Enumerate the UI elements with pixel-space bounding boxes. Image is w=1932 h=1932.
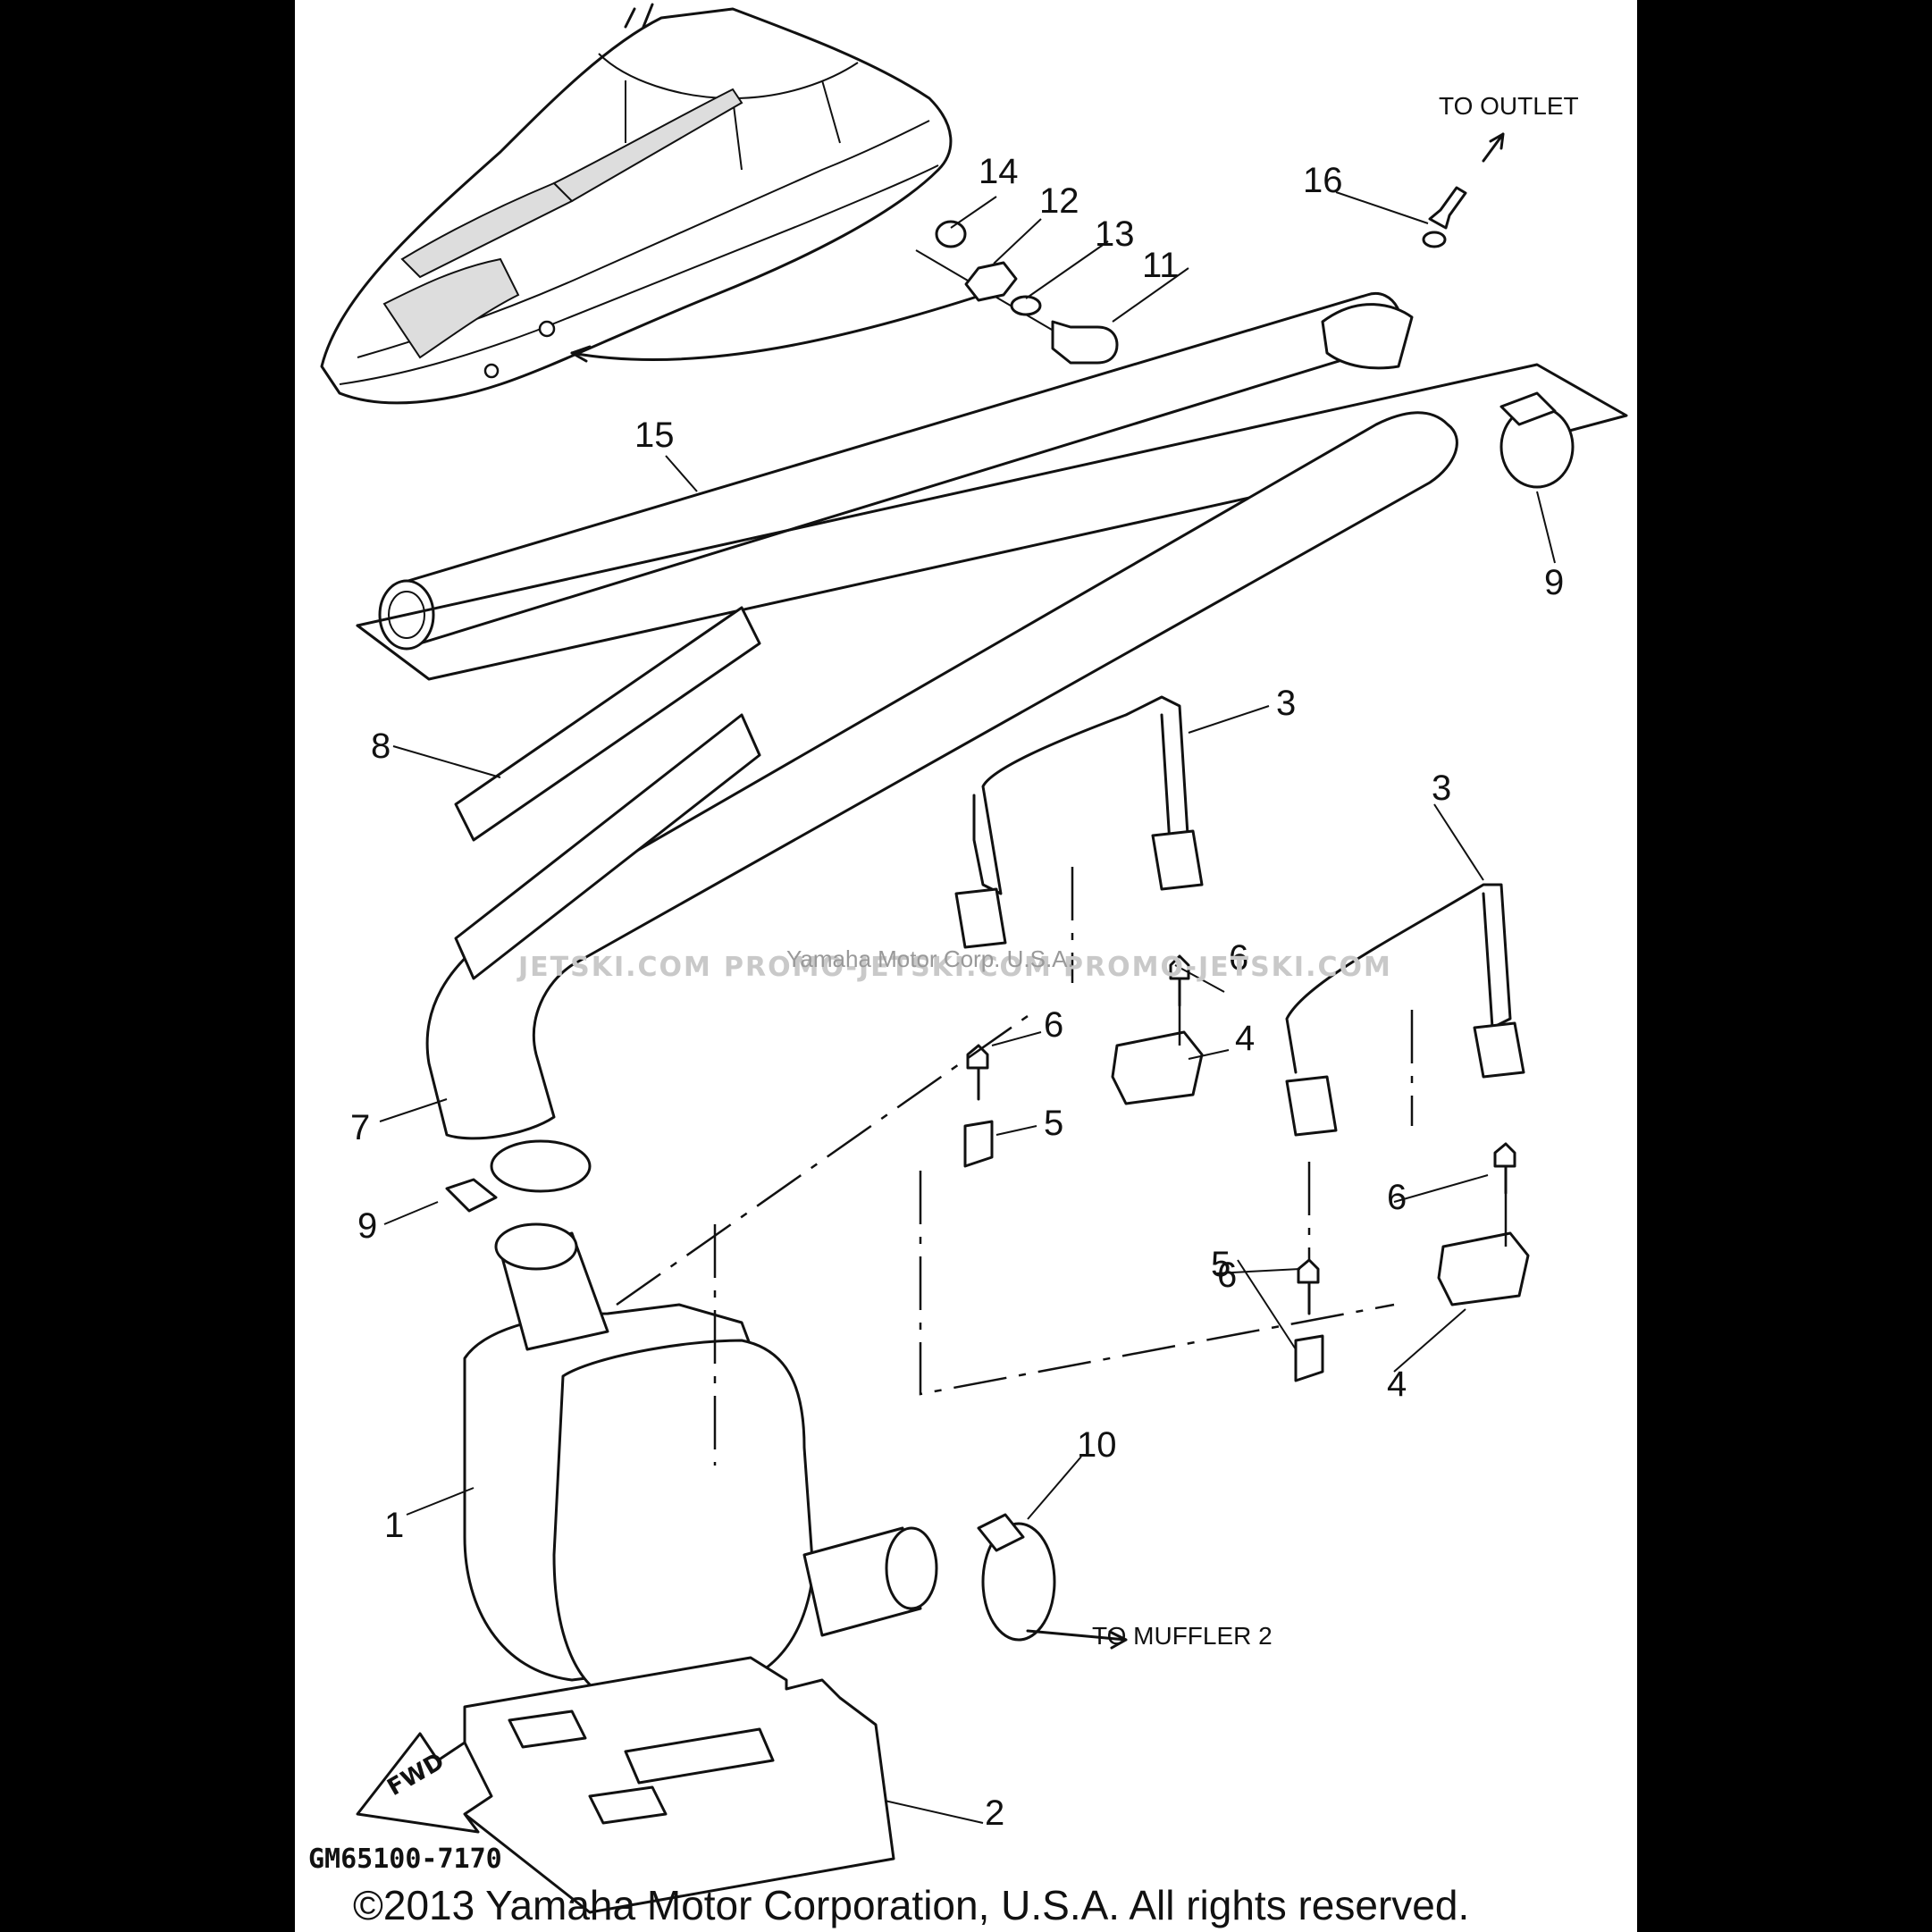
callout-11: 11 xyxy=(1142,246,1180,285)
callout-6-c: 6 xyxy=(1387,1178,1407,1217)
exhaust-hose-7 xyxy=(425,411,1458,1140)
callout-5-upper: 5 xyxy=(1044,1104,1063,1143)
callout-8: 8 xyxy=(371,727,391,766)
callout-4-upper: 4 xyxy=(1235,1019,1255,1058)
bracket-3-upper xyxy=(954,695,1204,949)
exhaust-pipe-15 xyxy=(356,291,1628,681)
callout-6-a: 6 xyxy=(1044,1005,1063,1045)
callout-3-lower: 3 xyxy=(1432,769,1451,808)
callout-15: 15 xyxy=(634,416,675,455)
callout-2: 2 xyxy=(985,1793,1004,1833)
diagram-code: GM65100-7170 xyxy=(308,1844,502,1875)
to-muffler-note: TO MUFFLER 2 xyxy=(1092,1622,1273,1650)
watermark-right: PROMO-JETSKI.COM xyxy=(1063,952,1392,983)
callout-9-left: 9 xyxy=(357,1206,377,1246)
callout-13: 13 xyxy=(1095,214,1135,254)
callout-7: 7 xyxy=(350,1108,370,1147)
callout-9-right: 9 xyxy=(1544,563,1564,602)
leader-lines xyxy=(379,191,1556,1824)
callout-6-d: 6 xyxy=(1217,1256,1237,1295)
callout-5-lower: 5 xyxy=(1211,1245,1231,1284)
callout-6-b: 6 xyxy=(1229,938,1248,978)
copyright-line: ©2013 Yamaha Motor Corporation, U.S.A. A… xyxy=(353,1882,1469,1928)
callout-3-upper: 3 xyxy=(1276,684,1296,723)
assembly-lines xyxy=(616,867,1414,1650)
foam-pad-8 xyxy=(454,606,761,842)
callouts: 1 2 3 3 4 4 5 5 6 6 6 6 7 8 9 9 10 11 12… xyxy=(350,152,1564,1833)
fastener-group-top xyxy=(915,132,1505,365)
watermarks: JETSKI.COM PROMO-JETSKI.COM PROMO-JETSKI… xyxy=(517,945,1392,983)
callout-12: 12 xyxy=(1039,181,1079,221)
muffler-1 xyxy=(463,1222,938,1700)
callout-10: 10 xyxy=(1077,1425,1117,1465)
watermark-left: JETSKI.COM xyxy=(517,952,712,983)
watermark-overlay: Yamaha Motor Corp. U.S.A. xyxy=(786,945,1074,972)
callout-14: 14 xyxy=(979,152,1019,191)
watermark-center: PROMO-JETSKI.COM xyxy=(724,952,1053,983)
bracket-3-lower xyxy=(1285,883,1525,1137)
callout-4-lower: 4 xyxy=(1387,1365,1407,1404)
callout-1: 1 xyxy=(384,1506,404,1545)
to-outlet-note: TO OUTLET xyxy=(1439,92,1579,120)
watercraft-illustration xyxy=(320,3,1012,405)
callout-16: 16 xyxy=(1303,161,1343,200)
bolts-and-clips xyxy=(963,954,1530,1382)
hose-clamps xyxy=(445,391,1575,1642)
fwd-arrow-icon: FWD xyxy=(356,1732,493,1834)
mounting-plate-2 xyxy=(463,1656,895,1914)
